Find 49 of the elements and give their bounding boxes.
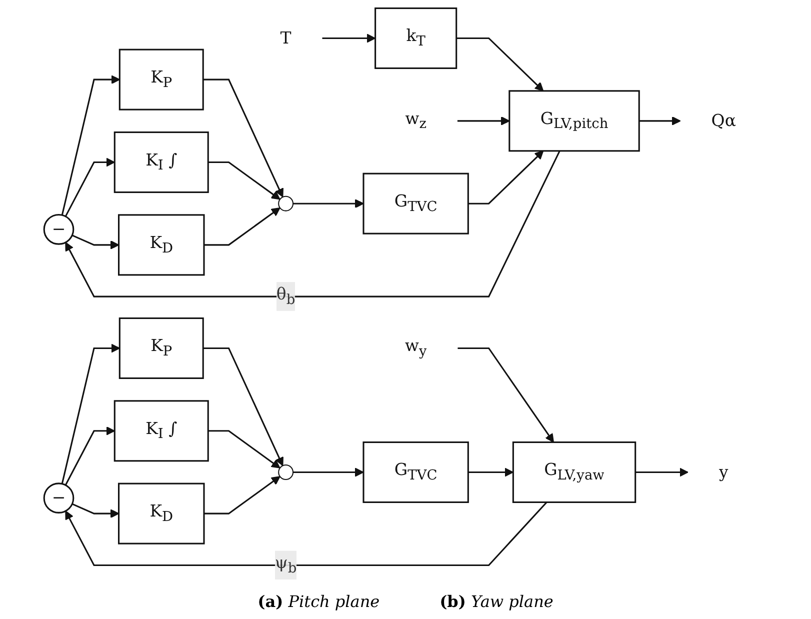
arrow bbox=[65, 502, 548, 566]
arrow bbox=[322, 34, 376, 43]
arrow bbox=[639, 116, 681, 126]
node-text: Qα bbox=[711, 110, 736, 130]
arrow bbox=[208, 430, 280, 468]
arrow bbox=[61, 75, 120, 216]
arrow bbox=[468, 468, 514, 477]
node-box bbox=[512, 441, 636, 503]
arrow bbox=[456, 37, 544, 92]
node-text: w$_{y}$ bbox=[404, 336, 427, 360]
arrow bbox=[457, 116, 510, 126]
node-circle bbox=[278, 196, 294, 212]
arrow bbox=[468, 150, 544, 204]
edge-label: θ$_{b}$ bbox=[276, 284, 296, 308]
arrow bbox=[208, 161, 280, 200]
node-box bbox=[362, 172, 469, 234]
arrow bbox=[458, 347, 554, 443]
node-box bbox=[118, 214, 205, 276]
arrow bbox=[64, 426, 116, 486]
edge-label: ψ$_{b}$ bbox=[274, 552, 297, 577]
arrow bbox=[635, 468, 688, 477]
arrow bbox=[203, 78, 284, 198]
node-circle bbox=[278, 464, 294, 480]
arrow bbox=[64, 158, 116, 217]
arrow bbox=[204, 476, 280, 514]
node-box bbox=[118, 48, 204, 110]
arrow bbox=[72, 234, 120, 250]
arrow bbox=[293, 468, 364, 477]
node-box bbox=[362, 441, 469, 503]
node-box bbox=[374, 7, 458, 69]
node-circle bbox=[43, 214, 74, 245]
node-text: T bbox=[280, 28, 292, 48]
node-box bbox=[114, 400, 209, 462]
node-text: y bbox=[718, 462, 728, 482]
node-box bbox=[118, 317, 204, 379]
block-diagram: θ$_{b}$ ψ$_{b}$ − K$_{P}$ K$_{I}$ ∫ K$_{D}$ T k$_{T}$ w$_{z}$ G$_{TVC}$ G$_{LV,pitch}$ Qα − K$_{P}$ K$_{I}$ ∫ K$_{D}$ w$_{y}$ G$_{TVC}$ G$_{LV,yaw}$ y bbox=[0, 0, 811, 588]
node-box bbox=[114, 131, 209, 194]
node-box bbox=[508, 90, 640, 152]
node-text: w$_{z}$ bbox=[405, 108, 427, 132]
node-circle bbox=[43, 482, 74, 514]
arrow bbox=[72, 503, 120, 518]
node-box bbox=[118, 482, 205, 544]
arrow bbox=[203, 347, 284, 466]
arrow bbox=[204, 207, 280, 246]
arrow bbox=[293, 199, 364, 208]
figure-caption: (a) Pitch plane bbox=[258, 592, 380, 611]
arrow bbox=[65, 150, 560, 298]
arrow bbox=[61, 344, 120, 484]
figure-caption: (b) Yaw plane bbox=[440, 592, 554, 611]
